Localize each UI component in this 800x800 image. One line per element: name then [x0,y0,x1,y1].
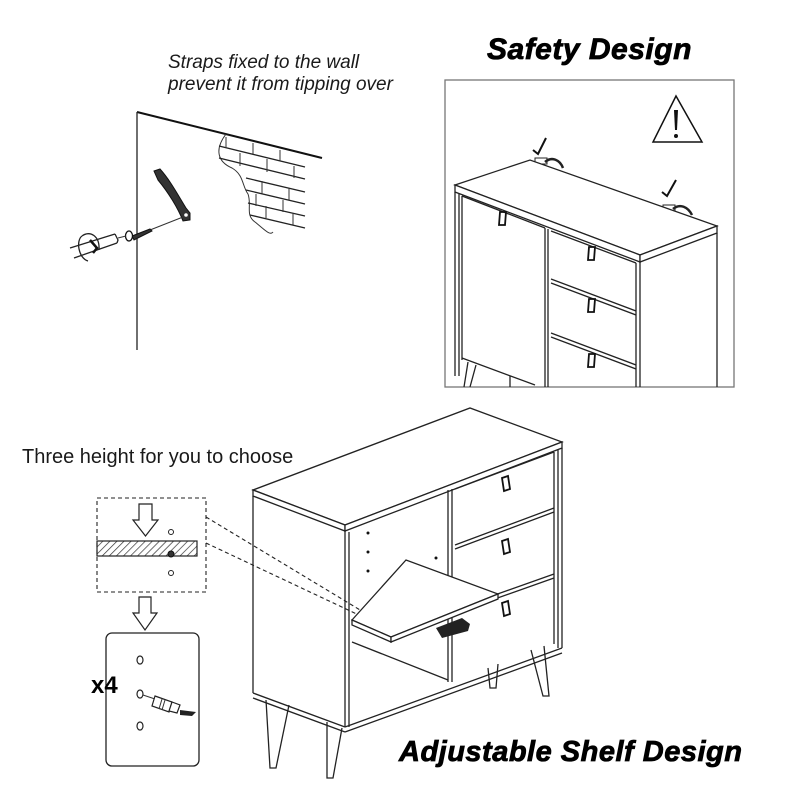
wall-strap-caption-line1: Straps fixed to the wall [168,52,360,73]
checkmark-icon [661,179,677,198]
screw-icon [124,228,153,242]
safety-panel-frame [444,79,735,388]
down-arrow-icon [131,503,160,537]
safety-design-title: Safety Design [487,33,692,67]
anti-tip-strap-icon [534,157,694,216]
hatched-shelf-icon [96,540,198,557]
down-arrow-icon [131,596,159,632]
adjustable-shelf-title: Adjustable Shelf Design [399,736,743,769]
push-arrow-icon [436,618,470,638]
cabinet-icon [453,159,719,388]
warning-triangle-icon [651,94,704,143]
shelf-pin-detail-box [105,632,200,767]
brick-wall-icon [218,133,306,234]
cabinet-icon [251,407,564,779]
shelf-pin-icon [142,694,196,716]
wall-icon [136,111,323,350]
checkmark-icon [532,137,547,156]
wall-strap-caption-line2: prevent it from tipping over [168,74,393,95]
shelf-height-caption: Three height for you to choose [22,446,294,468]
wall-strap-icon [153,168,191,222]
wall-anchor-icon [69,233,127,262]
quantity-label: x4 [91,672,118,699]
